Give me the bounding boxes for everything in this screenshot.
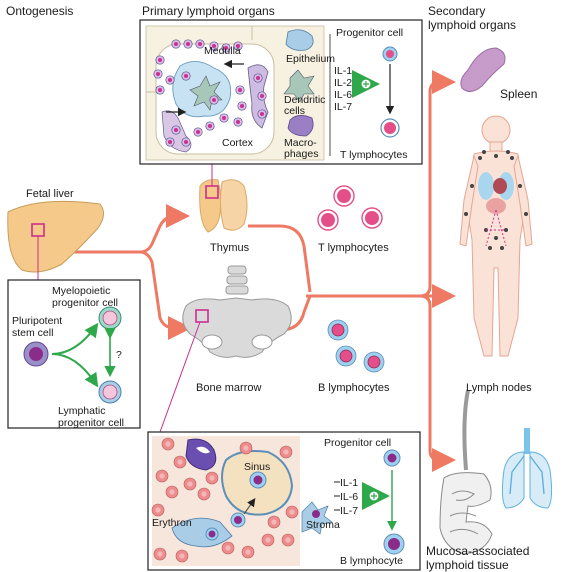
heading-secondary-line1: Secondary: [428, 4, 486, 18]
thymus-cytokine-1: IL-1: [334, 65, 353, 77]
fetal-liver: [7, 200, 104, 280]
thymus-label-macro-line1: Macro-: [284, 137, 317, 149]
pelvis-bone-marrow: [182, 265, 292, 358]
thymus-label-epithelium: Epithelium: [286, 53, 336, 65]
thymus-label-macro-line2: phages: [284, 148, 319, 160]
label-malt-line2: lymphoid tissue: [426, 558, 509, 572]
heading-secondary-line2: lymphoid organs: [428, 18, 517, 32]
thymus-label-dendritic-line2: cells: [284, 105, 306, 117]
thymus-label-progenitor: Progenitor cell: [336, 27, 404, 39]
thymus-label-t-lymphocytes: T lymphocytes: [340, 149, 408, 161]
marrow-cytokine-1: IL-1: [340, 477, 359, 489]
label-fetal-liver: Fetal liver: [26, 188, 74, 200]
thymus-label-dendritic-line1: Dendritic: [284, 94, 326, 106]
label-spleen: Spleen: [500, 87, 538, 101]
marrow-cytokine-3: IL-7: [340, 505, 359, 517]
stem-label-lymph-line1: Lymphatic: [58, 405, 106, 417]
label-thymus: Thymus: [210, 242, 250, 254]
marrow-label-erythron: Erythron: [152, 517, 192, 529]
mucosa-organs: [439, 389, 553, 555]
stem-label-lymph-line2: progenitor cell: [58, 417, 124, 429]
stem-label-question: ?: [116, 349, 122, 361]
label-lymph-nodes: Lymph nodes: [466, 382, 532, 394]
t-lymphocyte-cells: [317, 185, 383, 231]
heading-primary-lymphoid-organs: Primary lymphoid organs: [142, 4, 275, 18]
marrow-label-b-lymphocyte: B lymphocyte: [340, 555, 404, 567]
thymus-cytokine-3: IL-6: [334, 89, 353, 101]
thymus-label-medulla: Medulla: [204, 45, 241, 57]
label-t-lymphocytes: T lymphocytes: [318, 242, 389, 254]
thymus-cytokine-2: IL-2: [334, 77, 353, 89]
stem-cell-inset-box: [7, 279, 141, 429]
thymus-inset-box: [139, 19, 423, 165]
spleen-organ: [460, 47, 506, 92]
stem-label-plur-line1: Pluripotent: [12, 315, 63, 327]
b-lymphocyte-cells: [327, 319, 385, 373]
marrow-label-stroma: Stroma: [306, 519, 340, 531]
human-figure: [459, 115, 533, 357]
thymus-label-cortex: Cortex: [222, 137, 253, 149]
thymus-cytokine-4: IL-7: [334, 101, 353, 113]
label-b-lymphocytes: B lymphocytes: [318, 382, 390, 394]
label-malt-line1: Mucosa-associated: [426, 544, 530, 558]
migration-arrows: [58, 70, 456, 472]
marrow-label-progenitor: Progenitor cell: [324, 437, 392, 449]
marrow-inset-box: [147, 431, 421, 571]
stem-label-plur-line2: stem cell: [12, 327, 54, 339]
label-bone-marrow: Bone marrow: [196, 382, 262, 394]
marrow-cytokine-2: IL-6: [340, 491, 359, 503]
marrow-leader-line: [159, 321, 201, 433]
thymus-organ: [199, 164, 248, 233]
stem-label-myelo-line2: progenitor cell: [52, 297, 118, 309]
heading-ontogenesis: Ontogenesis: [6, 4, 74, 18]
stem-label-myelo-line1: Myelopoietic: [52, 285, 111, 297]
marrow-label-sinus: Sinus: [244, 461, 271, 473]
